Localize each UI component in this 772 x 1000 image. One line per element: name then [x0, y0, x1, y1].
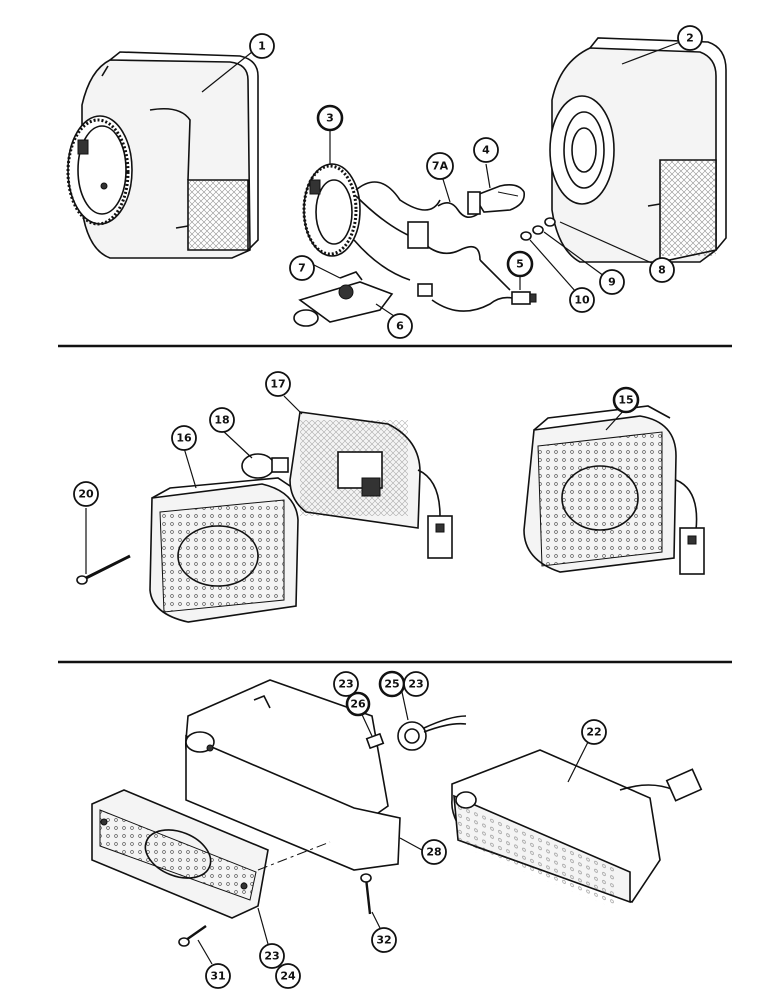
lamp-assembly: [523, 405, 705, 575]
lamp-bulb: [241, 453, 289, 479]
callout-9: 9: [599, 269, 625, 295]
callout-6: 6: [387, 313, 413, 339]
svg-text:23: 23: [408, 678, 423, 691]
svg-text:25: 25: [384, 678, 399, 691]
callout-28: 28: [421, 839, 447, 865]
svg-text:22: 22: [586, 726, 601, 739]
mounting-screw: [76, 554, 131, 585]
callout-23-bottom: 23: [259, 943, 285, 969]
svg-text:15: 15: [618, 394, 633, 407]
housing-screw: [360, 873, 372, 915]
callout-23-top-right: 23: [403, 671, 429, 697]
marker-bulb: [365, 732, 385, 750]
svg-text:7A: 7A: [432, 160, 449, 173]
callout-25: 25: [378, 670, 406, 698]
leader-lines: [85, 41, 681, 965]
callout-17: 17: [265, 371, 291, 397]
svg-text:6: 6: [396, 320, 404, 333]
svg-text:7: 7: [298, 262, 306, 275]
svg-text:2: 2: [686, 32, 694, 45]
svg-text:5: 5: [516, 258, 524, 271]
callout-23-top-left: 23: [333, 671, 359, 697]
svg-text:3: 3: [326, 112, 334, 125]
callout-16: 16: [171, 425, 197, 451]
callout-7: 7: [289, 255, 315, 281]
svg-text:16: 16: [176, 432, 192, 445]
headlamp-insert-harness: [302, 163, 513, 312]
svg-text:18: 18: [214, 414, 229, 427]
svg-text:32: 32: [376, 934, 391, 947]
svg-text:4: 4: [482, 144, 490, 157]
callout-22: 22: [581, 719, 607, 745]
callout-24: 24: [275, 963, 301, 989]
callout-4: 4: [473, 137, 499, 163]
callout-8: 8: [649, 257, 675, 283]
callout-32: 32: [371, 927, 397, 953]
svg-text:31: 31: [210, 970, 225, 983]
svg-text:26: 26: [350, 698, 366, 711]
headlamp-right: [549, 37, 727, 263]
headlamp-bulb: [467, 184, 526, 215]
lens-alignment-line: [257, 841, 331, 871]
lamp-lens: [149, 477, 299, 623]
marker-lamp-assembly: [451, 749, 703, 909]
callout-1: 1: [249, 33, 275, 59]
marker-housing: [184, 679, 401, 871]
callout-15: 15: [612, 386, 640, 414]
svg-text:23: 23: [338, 678, 353, 691]
svg-text:24: 24: [280, 970, 296, 983]
callout-7a: 7A: [426, 152, 454, 180]
washers-nuts: [520, 217, 556, 241]
svg-text:20: 20: [78, 488, 94, 501]
svg-text:23: 23: [264, 950, 279, 963]
svg-text:8: 8: [658, 264, 666, 277]
svg-text:9: 9: [608, 276, 616, 289]
lens-screw: [178, 925, 207, 947]
headlamp-left: [66, 51, 259, 259]
svg-text:17: 17: [270, 378, 285, 391]
callout-3: 3: [316, 104, 344, 132]
callout-20: 20: [73, 481, 99, 507]
callout-2: 2: [677, 25, 703, 51]
callout-31: 31: [205, 963, 231, 989]
svg-text:28: 28: [426, 846, 441, 859]
svg-text:10: 10: [574, 294, 590, 307]
callout-10: 10: [569, 287, 595, 313]
lamp-housing: [289, 411, 453, 559]
callout-18: 18: [209, 407, 235, 433]
svg-text:1: 1: [258, 40, 266, 53]
callout-26: 26: [345, 691, 371, 717]
adjuster-bracket: [293, 271, 394, 327]
parking-bulb: [511, 291, 537, 305]
marker-lens: [91, 789, 269, 919]
callout-5: 5: [506, 250, 534, 278]
spring-clip: [437, 202, 479, 218]
bulb-socket: [397, 715, 467, 751]
